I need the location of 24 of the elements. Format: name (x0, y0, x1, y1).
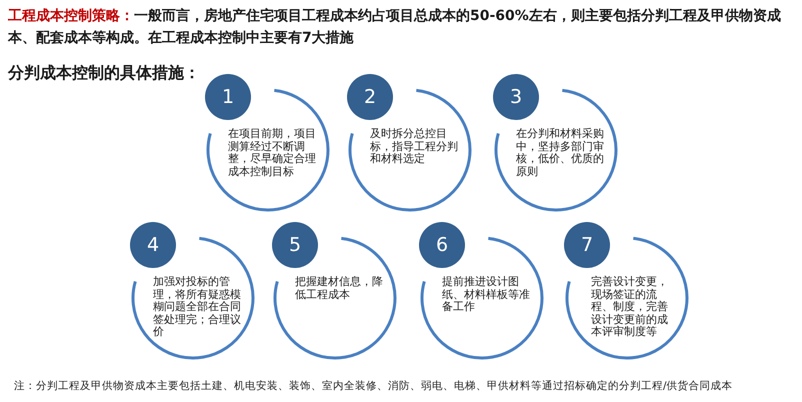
step-text: 在分判和材料采购中，坚持多部门审核，低价、优质的原则 (516, 128, 605, 178)
number-badge: 7 (564, 222, 610, 268)
step-ring (273, 236, 397, 360)
step-ring (131, 236, 255, 360)
number-badge: 6 (419, 222, 465, 268)
step-text: 加强对投标的管理，将所有疑惑模糊问题全部在合同签处理完；合理议价 (153, 276, 242, 338)
step-ring (494, 88, 618, 212)
step-text: 提前推进设计图纸、材料样板等准备工作 (442, 276, 531, 314)
title: 工程成本控制策略：一般而言，房地产住宅项目工程成本约占项目总成本的50-60%左右，则主要包括分判工程及甲供物资成本、配套成本等构成。在工程成本控制中主要有7大措施 (8, 6, 782, 48)
step-ring (420, 236, 544, 360)
section-heading: 分判成本控制的具体措施： (8, 63, 200, 84)
number-badge: 3 (493, 74, 539, 120)
step-ring (565, 236, 689, 360)
number-badge: 2 (347, 74, 393, 120)
number-badge: 5 (272, 222, 318, 268)
step-text: 及时拆分总控目标，指导工程分判和材料选定 (370, 128, 459, 166)
number-badge: 4 (130, 222, 176, 268)
step-text: 完善设计变更，现场签证的流程、制度，完善设计变更前的成本评审制度等 (591, 276, 669, 338)
number-badge: 1 (205, 74, 251, 120)
step-ring (348, 88, 472, 212)
step-text: 在项目前期，项目测算经过不断调整，尽早确定合理成本控制目标 (228, 128, 317, 178)
footnote: 注：分判工程及甲供物资成本主要包括土建、机电安装、装饰、室内全装修、消防、弱电、电梯、甲供材料等通过招标确定的分判工程/供货合同成本 (14, 379, 733, 393)
step-ring (206, 88, 330, 212)
step-text: 把握建材信息，降低工程成本 (295, 276, 384, 301)
